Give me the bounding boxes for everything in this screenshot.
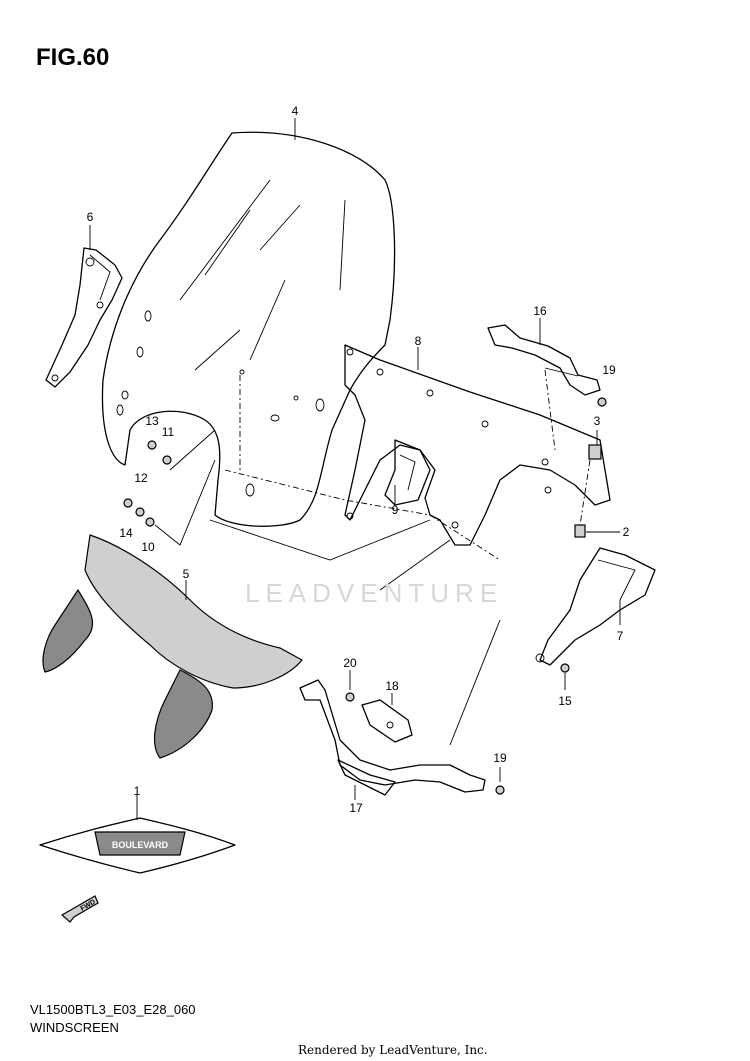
callout-12: 12 [134, 471, 148, 485]
callout-13: 13 [145, 414, 159, 428]
bolt-19-upper[interactable] [597, 397, 607, 407]
emblem-text: BOULEVARD [112, 840, 169, 850]
callout-16: 16 [533, 304, 547, 318]
callout-15: 15 [558, 694, 572, 708]
main-stay-part[interactable] [344, 344, 611, 546]
bolt-19-lower[interactable] [495, 785, 505, 795]
callout-19-lower: 19 [493, 751, 507, 765]
boulevard-emblem-part[interactable]: BOULEVARD [39, 817, 236, 874]
nut-11[interactable] [162, 455, 172, 465]
callout-8: 8 [415, 334, 422, 348]
small-stay-part[interactable] [487, 324, 601, 396]
callout-2: 2 [623, 525, 630, 539]
callout-17: 17 [349, 801, 363, 815]
bolt-14[interactable] [123, 498, 133, 508]
figure-title: FIG.60 [36, 44, 110, 71]
connection-lines [154, 367, 579, 746]
callout-10: 10 [141, 540, 155, 554]
right-bracket-part[interactable] [535, 547, 656, 666]
lower-shield-part[interactable] [42, 534, 303, 759]
callout-leaders [89, 118, 621, 820]
callout-20: 20 [343, 656, 357, 670]
bolt-15[interactable] [560, 663, 570, 673]
callout-19-upper: 19 [602, 363, 616, 377]
callout-1: 1 [134, 784, 141, 798]
mount-bracket-part[interactable] [361, 699, 413, 743]
left-bracket-part[interactable] [45, 247, 123, 388]
callout-5: 5 [183, 567, 190, 581]
callout-7: 7 [617, 629, 624, 643]
footer-credit: Rendered by LeadVenture, Inc. [298, 1043, 488, 1057]
callout-18: 18 [385, 679, 399, 693]
lower-stay-part[interactable] [299, 679, 486, 796]
callout-6: 6 [87, 210, 94, 224]
cushion-part-3[interactable] [588, 444, 602, 460]
fwd-arrow-icon: FWD [60, 895, 99, 923]
callout-numbers: 1 2 3 4 5 6 7 8 9 10 11 12 13 14 15 16 1… [87, 104, 630, 815]
inner-bracket-part[interactable] [384, 439, 431, 506]
callout-4: 4 [292, 104, 299, 118]
alignment-lines [224, 369, 591, 561]
callout-9: 9 [392, 503, 399, 517]
windscreen-part[interactable] [101, 131, 396, 527]
bolt-13[interactable] [147, 440, 157, 450]
figure-name: WINDSCREEN [30, 1020, 119, 1035]
callout-14: 14 [119, 526, 133, 540]
figure-code: VL1500BTL3_E03_E28_060 [30, 1002, 196, 1017]
watermark: LEADVENTURE [245, 578, 504, 608]
bolt-20[interactable] [345, 692, 355, 702]
fwd-label: FWD [80, 899, 97, 913]
washer-12[interactable] [135, 507, 145, 517]
washer-10[interactable] [145, 517, 155, 527]
callout-11: 11 [162, 425, 175, 439]
fasteners [123, 397, 607, 795]
cushion-part-2[interactable] [574, 524, 586, 538]
callout-3: 3 [594, 414, 601, 428]
